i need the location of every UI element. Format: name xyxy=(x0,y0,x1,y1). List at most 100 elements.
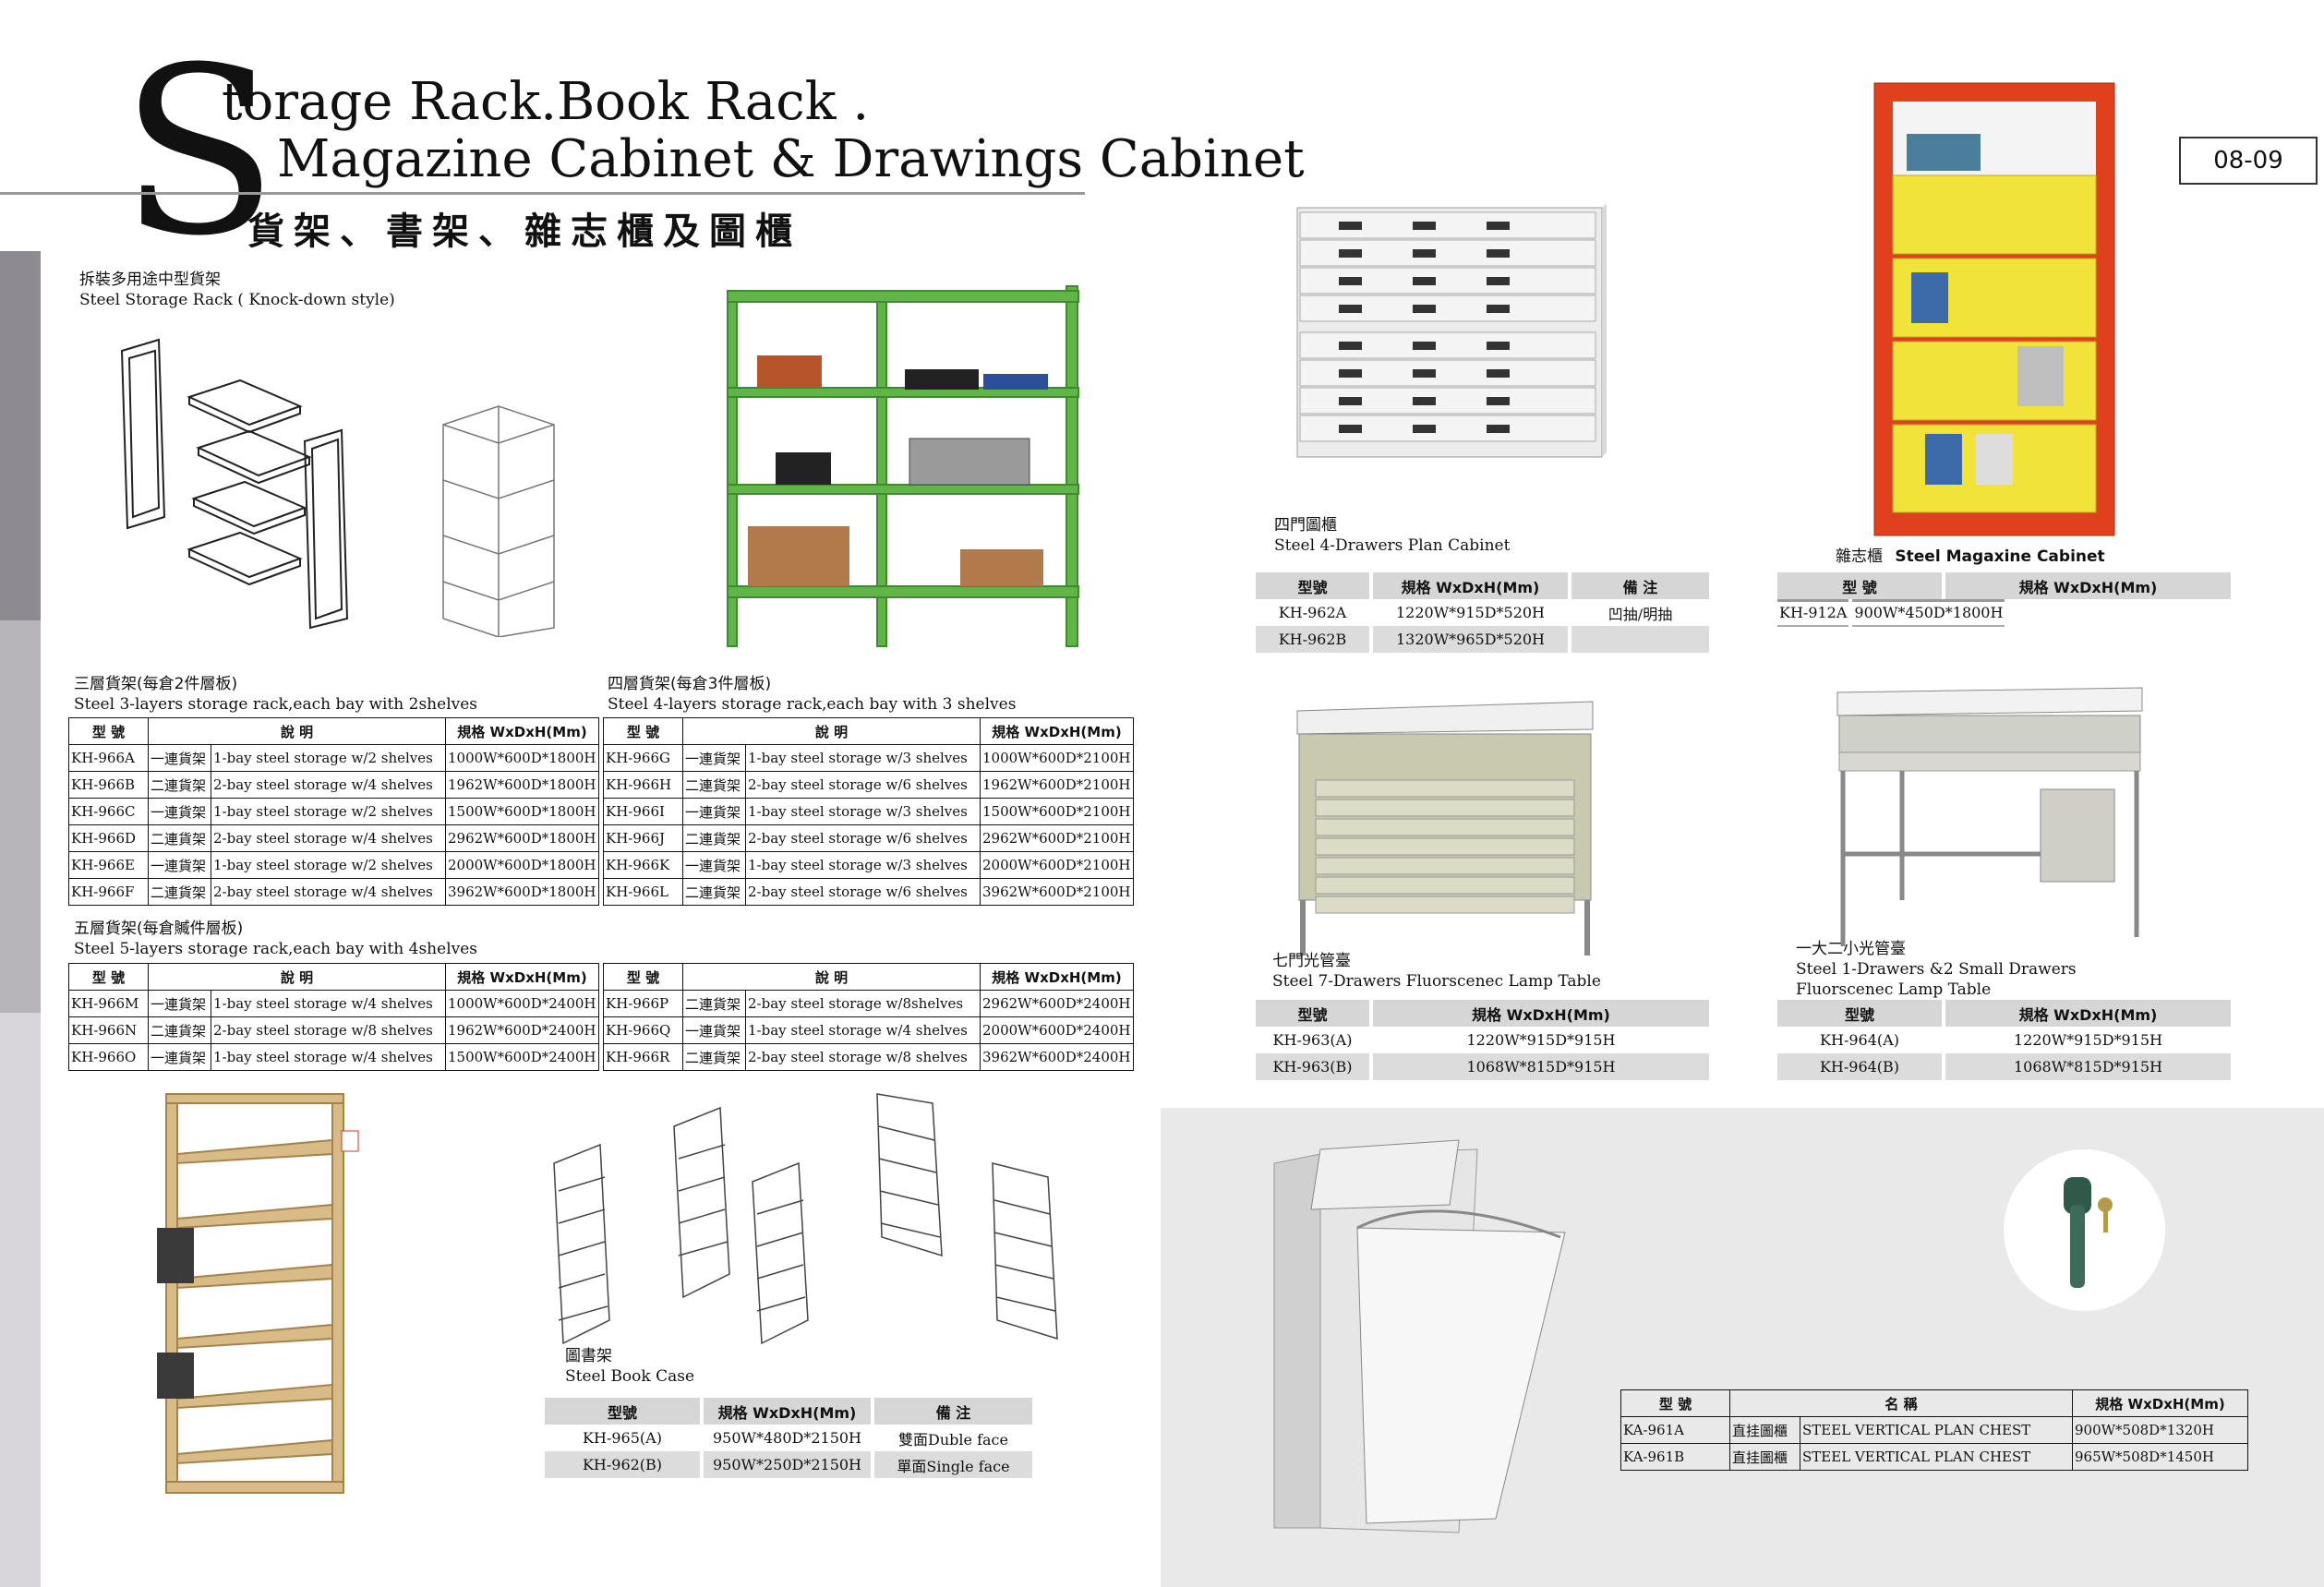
table-cell: 一連貨架 xyxy=(148,1043,211,1071)
lamp-table-7-image xyxy=(1296,701,1594,956)
table-cell: KH-912A xyxy=(1777,599,1853,627)
col-spec: 規格 WxDxH(Mm) xyxy=(1371,572,1571,599)
table-cell: 二連貨架 xyxy=(148,878,211,906)
table-cell: 1500W*600D*1800H xyxy=(445,798,599,825)
col-model: 型號 xyxy=(1256,1000,1373,1027)
bookcase-sketch-2 xyxy=(673,1106,730,1299)
rack-parts-drawing xyxy=(120,338,349,630)
col-desc: 說 明 xyxy=(148,717,446,745)
five-layer-label-en: Steel 5-layers storage rack,each bay wit… xyxy=(74,940,478,958)
table-cell: KH-966C xyxy=(68,798,149,825)
table-cell: KH-965(A) xyxy=(545,1425,704,1451)
vertical-chest-image xyxy=(1273,1139,1566,1533)
bookcase-sketch-5 xyxy=(992,1162,1058,1341)
table-cell: 1500W*600D*2400H xyxy=(445,1043,599,1071)
col-spec: 規格 WxDxH(Mm) xyxy=(702,1398,874,1425)
table-cell: KH-966F xyxy=(68,878,149,906)
lamp-table-1-table: 型號 規格 WxDxH(Mm) KH-964(A)1220W*915D*915H… xyxy=(1777,1000,2234,1080)
table-cell: 2-bay steel storage w/6 shelves xyxy=(744,771,981,799)
table-cell: 900W*450D*1800H xyxy=(1850,599,2009,627)
table-cell: KH-966R xyxy=(603,1043,683,1071)
sidebar-stripe-dark xyxy=(0,251,41,620)
table-cell: 1-bay steel storage w/3 shelves xyxy=(744,744,981,772)
table-cell: KH-963(A) xyxy=(1256,1027,1373,1053)
book-case-label-en: Steel Book Case xyxy=(565,1367,695,1386)
table-cell: KH-964(B) xyxy=(1777,1053,1945,1080)
col-spec: 規格 WxDxH(Mm) xyxy=(2072,1389,2248,1417)
storage-rack-label-en: Steel Storage Rack ( Knock-down style) xyxy=(79,291,395,309)
table-cell: 一連貨架 xyxy=(682,1016,746,1044)
table-cell: 1068W*815D*915H xyxy=(1371,1053,1713,1080)
table-cell: 2000W*600D*1800H xyxy=(445,851,599,879)
four-layer-label-en: Steel 4-layers storage rack,each bay wit… xyxy=(608,695,1017,714)
three-layer-label-cn: 三層貨架(每倉2件層板) xyxy=(74,675,238,693)
lamp-table-1-label-en2: Fluorscenec Lamp Table xyxy=(1796,980,1992,999)
table-cell: 二連貨架 xyxy=(682,824,746,852)
plan-cabinet-caption: 四門圖櫃 Steel 4-Drawers Plan Cabinet xyxy=(1274,515,1510,556)
table-cell: 一連貨架 xyxy=(148,744,211,772)
table-cell: 直挂圖櫃 xyxy=(1728,1416,1801,1444)
table-cell: 3962W*600D*2100H xyxy=(980,878,1134,906)
col-spec: 規格 WxDxH(Mm) xyxy=(445,717,599,745)
table-cell: KH-966A xyxy=(68,744,149,772)
table-cell: KH-962B xyxy=(1256,626,1373,653)
bookcase-line-drawings xyxy=(553,1093,1058,1345)
table-cell: KA-961A xyxy=(1620,1416,1730,1444)
col-desc: 說 明 xyxy=(682,717,981,745)
table-cell: 2-bay steel storage w/6 shelves xyxy=(744,878,981,906)
table-cell: 3962W*600D*1800H xyxy=(445,878,599,906)
lock-handle-image xyxy=(2004,1149,2165,1311)
title-chinese: 貨架、書架、雜志櫃及圖櫃 xyxy=(247,210,801,253)
three-layer-label-en: Steel 3-layers storage rack,each bay wit… xyxy=(74,695,478,714)
table-cell: 950W*480D*2150H xyxy=(702,1425,874,1451)
table-cell: 1000W*600D*1800H xyxy=(445,744,599,772)
plan-cabinet-label-en: Steel 4-Drawers Plan Cabinet xyxy=(1274,536,1511,555)
lamp-table-7-label-cn: 七門光管臺 xyxy=(1272,952,1351,970)
table-cell: KH-966N xyxy=(68,1016,149,1044)
table-cell: 1-bay steel storage w/4 shelves xyxy=(744,1016,981,1044)
col-spec: 規格 WxDxH(Mm) xyxy=(980,717,1134,745)
table-cell: KH-966G xyxy=(603,744,683,772)
table-cell: KH-966O xyxy=(68,1043,149,1071)
col-spec: 規格 WxDxH(Mm) xyxy=(1944,1000,2234,1027)
col-model: 型號 xyxy=(1777,1000,1945,1027)
lamp-table-1-image xyxy=(1836,687,2143,946)
sidebar-stripe-light xyxy=(0,1013,41,1587)
col-model: 型 號 xyxy=(1777,572,1945,599)
table-cell: 1500W*600D*2100H xyxy=(980,798,1134,825)
shelf-parts xyxy=(187,379,312,586)
table-cell: 2-bay steel storage w/4 shelves xyxy=(210,771,447,799)
magazine-cabinet-label-en: Steel Magaxine Cabinet xyxy=(1895,547,2105,566)
col-model: 型 號 xyxy=(68,963,149,991)
table-cell: 1000W*600D*2100H xyxy=(980,744,1134,772)
table-cell: 一連貨架 xyxy=(148,798,211,825)
plan-cabinet-image xyxy=(1296,203,1607,458)
table-cell: 一連貨架 xyxy=(148,851,211,879)
table-cell: 1-bay steel storage w/3 shelves xyxy=(744,851,981,879)
table-cell: KH-966Q xyxy=(603,1016,683,1044)
table-cell: 2-bay steel storage w/8 shelves xyxy=(744,1043,981,1071)
table-cell: 2962W*600D*1800H xyxy=(445,824,599,852)
table-cell: 2-bay steel storage w/6 shelves xyxy=(744,824,981,852)
table-cell: KH-966J xyxy=(603,824,683,852)
table-cell: 一連貨架 xyxy=(682,851,746,879)
table-cell: 一連貨架 xyxy=(148,990,211,1017)
table-row: KH-963(A)1220W*915D*915H xyxy=(1256,1027,1713,1053)
rack-assembled-drawing xyxy=(442,405,555,637)
